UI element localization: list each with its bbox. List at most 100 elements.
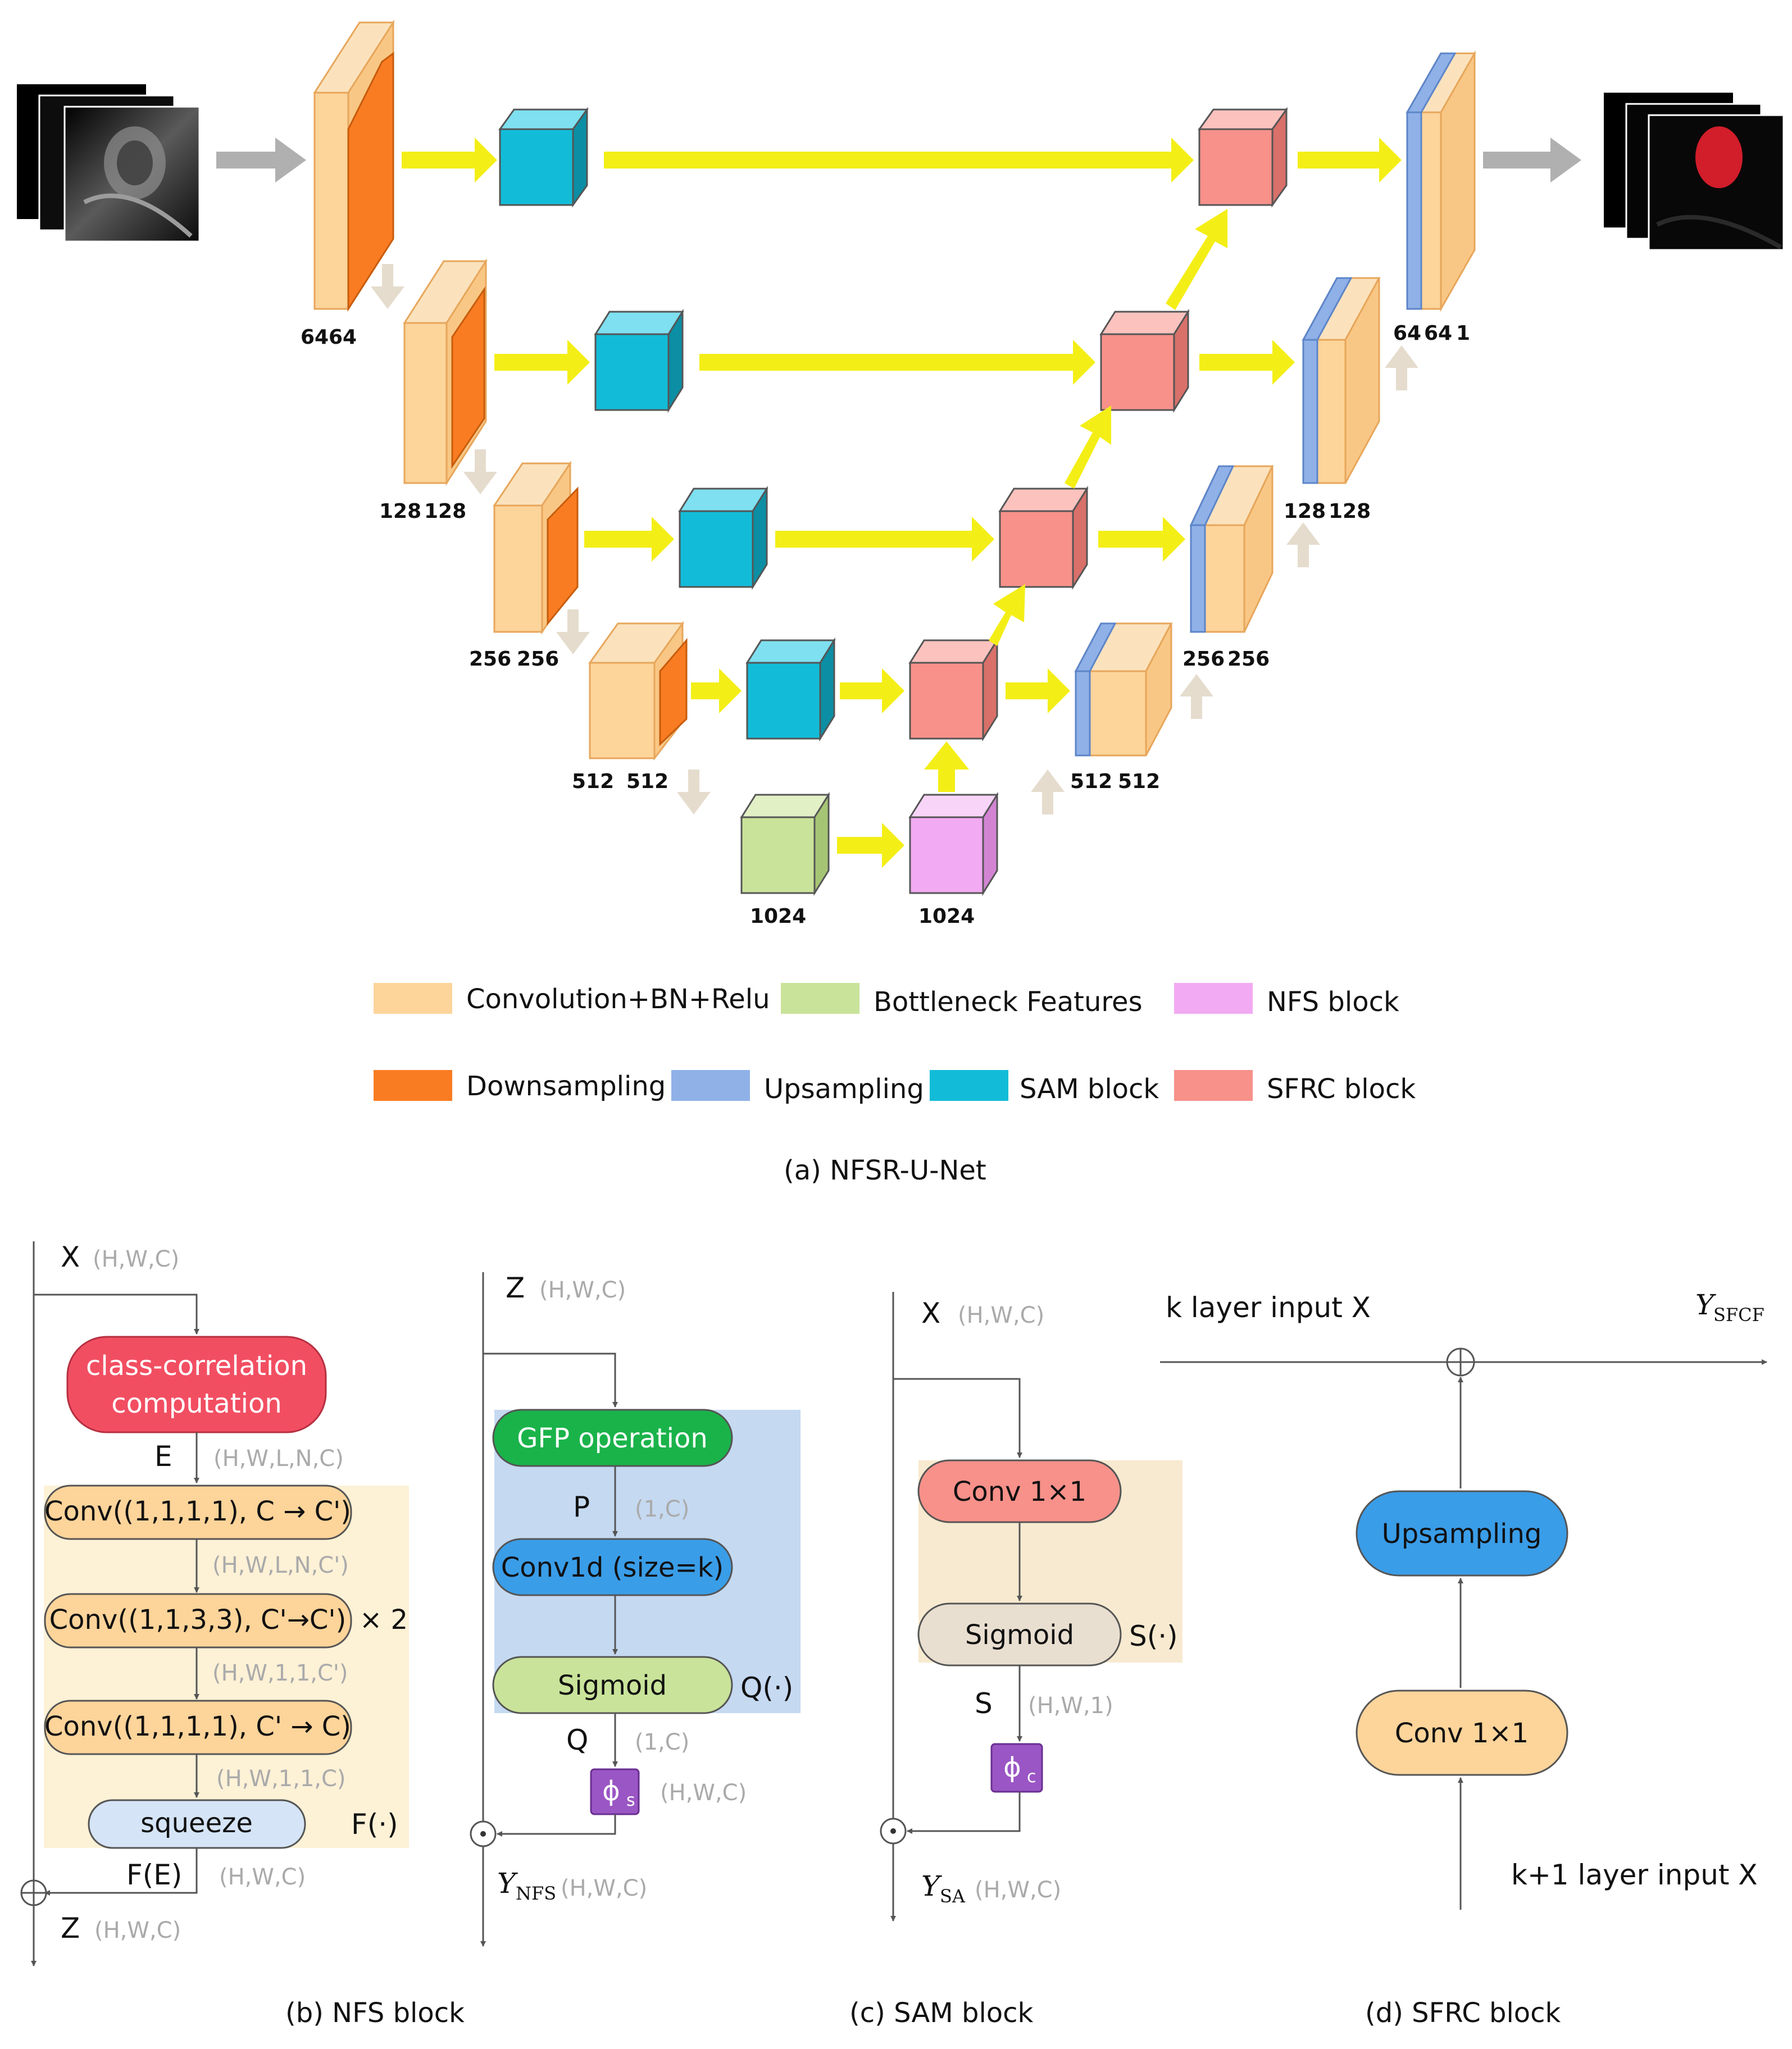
dec3-dim-a: 256 — [1182, 648, 1225, 671]
encoder-level-4 — [588, 621, 688, 761]
conv-1111-b-label: Conv((1,1,1,1), C' → C) — [44, 1711, 351, 1742]
gfp-operation-box — [492, 1409, 733, 1467]
dec1-dim-a: 64 — [1393, 322, 1421, 345]
phi-s-shape: (H,W,C) — [660, 1780, 747, 1806]
b-e-var: E — [154, 1440, 172, 1473]
nfs-out-shape: (H,W,C) — [561, 1875, 647, 1901]
s-function-label: S(·) — [1129, 1620, 1178, 1652]
sfrc-upsampling-box — [1356, 1490, 1568, 1577]
nfs-p-shape: (1,C) — [635, 1496, 689, 1522]
sam-cube-3 — [678, 485, 768, 590]
class-correlation-line1: class-correlation — [86, 1350, 307, 1382]
enc1-dim-a: 64 — [301, 326, 329, 349]
sfrc-conv-label: Conv 1×1 — [1395, 1718, 1529, 1749]
b-shape3: (H,W,1,1,C) — [216, 1766, 346, 1792]
conv-1133 — [44, 1593, 352, 1649]
phi-s-symbol: ϕ — [602, 1775, 620, 1807]
legend-label-sfrc: SFRC block — [1267, 1073, 1416, 1105]
b-fe-var: F(E) — [126, 1859, 182, 1891]
legend-swatch-sam — [930, 1070, 1008, 1101]
bottleneck-cube — [740, 791, 830, 896]
caption-b: (b) NFS block — [285, 1997, 465, 2029]
encoder-level-2 — [403, 258, 488, 486]
class-correlation-line2: computation — [111, 1388, 282, 1419]
gfp-operation-label: GFP operation — [517, 1423, 707, 1454]
b-e-shape: (H,W,L,N,C) — [213, 1446, 344, 1472]
f-function-region — [44, 1486, 409, 1848]
dec1-dim-b: 64 — [1424, 322, 1452, 345]
pool-arrows — [371, 264, 1418, 814]
sam-block: X (H,W,C) Conv 1×1 Sigmoid S(·) S (H,W,1… — [880, 1292, 1182, 1921]
conv-1133-label: Conv((1,1,3,3), C'→C') — [49, 1604, 347, 1636]
conv-1111-a-label: Conv((1,1,1,1), C → C') — [44, 1496, 351, 1527]
legend-swatch-sfrc — [1174, 1070, 1253, 1101]
nfs-dim: 1024 — [918, 905, 975, 928]
sfrc-block: k layer input X Y SFCF Upsampling Conv 1… — [1160, 1288, 1767, 1910]
sfrc-cube-2 — [1099, 308, 1190, 413]
b-input-var: X — [61, 1241, 80, 1273]
q-function-label: Q(·) — [740, 1672, 793, 1704]
sam-sigmoid-label: Sigmoid — [965, 1619, 1074, 1651]
dec3-dim-b: 256 — [1227, 648, 1270, 671]
decoder-level-3 — [1189, 465, 1274, 633]
sfrc-cube-3 — [998, 485, 1089, 590]
nfs-block-left: X (H,W,C) class-correlation computation … — [20, 1241, 409, 1966]
sigmoid-label-nfs: Sigmoid — [558, 1670, 667, 1701]
dec1-dim-c: 1 — [1456, 322, 1470, 345]
nfs-input-shape: (H,W,C) — [539, 1277, 626, 1303]
sigmoid-box-nfs — [492, 1656, 733, 1714]
nfs-input-var: Z — [506, 1272, 525, 1304]
dec4-dim-b: 512 — [1118, 770, 1160, 793]
legend: Convolution+BN+Relu Bottleneck Features … — [374, 983, 1416, 1105]
nfs-q-var: Q — [566, 1724, 588, 1756]
nfs-q-shape: (1,C) — [635, 1729, 689, 1755]
conv1d-label: Conv1d (size=k) — [501, 1552, 724, 1583]
enc2-dim-a: 128 — [379, 500, 421, 523]
nfs-out-var: Y — [497, 1867, 518, 1900]
nfs-out-subscript: NFS — [516, 1883, 556, 1904]
sfrc-upsampling-label: Upsampling — [1382, 1518, 1542, 1550]
nfs-cube — [908, 791, 999, 896]
sfrc-bottom-input: k+1 layer input X — [1511, 1859, 1758, 1891]
caption-d: (d) SFRC block — [1365, 1997, 1561, 2029]
dimension-labels: 64 64 128 128 256 256 512 512 1024 1024 … — [301, 322, 1470, 928]
sam-out-var: Y — [921, 1870, 942, 1902]
bottleneck-dim: 1024 — [750, 905, 806, 928]
sam-cube-1 — [498, 107, 589, 208]
sam-s-shape: (H,W,1) — [1028, 1693, 1113, 1719]
conv-1111-a — [44, 1485, 352, 1540]
input-image-stack — [17, 84, 201, 243]
nfs-p-var: P — [573, 1491, 590, 1523]
legend-swatch-bottleneck — [781, 983, 859, 1014]
encoder-level-1 — [313, 19, 395, 312]
legend-label-sam: SAM block — [1020, 1073, 1159, 1105]
skip-arrows — [402, 138, 1402, 868]
b-fe-shape: (H,W,C) — [219, 1864, 306, 1890]
sam-conv-label: Conv 1×1 — [953, 1476, 1086, 1508]
sam-cube-4 — [745, 637, 836, 742]
sam-input-shape: (H,W,C) — [958, 1303, 1044, 1328]
enc3-dim-a: 256 — [469, 648, 511, 671]
dec2-dim-a: 128 — [1284, 500, 1326, 523]
phi-c-box — [990, 1743, 1043, 1793]
unet-diagram: 64 64 128 128 256 256 512 512 1024 1024 … — [17, 19, 1785, 1186]
legend-swatch-down — [374, 1070, 452, 1101]
dec2-dim-b: 128 — [1329, 500, 1371, 523]
enc4-dim-b: 512 — [626, 770, 668, 793]
sfrc-conv-box — [1356, 1690, 1568, 1776]
dec4-dim-a: 512 — [1070, 770, 1112, 793]
sam-out-subscript: SA — [940, 1886, 966, 1907]
decoder-level-1 — [1406, 50, 1476, 312]
squeeze-label: squeeze — [140, 1807, 253, 1839]
conv-1111-b — [44, 1700, 352, 1755]
decoder-level-4 — [1074, 622, 1173, 757]
legend-label-nfs: NFS block — [1267, 986, 1399, 1018]
legend-label-down: Downsampling — [466, 1071, 666, 1102]
caption-c: (c) SAM block — [849, 1997, 1034, 2029]
legend-label-conv: Convolution+BN+Relu — [466, 983, 770, 1015]
output-image-stack — [1604, 93, 1785, 251]
legend-swatch-conv — [374, 983, 452, 1014]
f-function-label: F(·) — [351, 1808, 398, 1841]
phi-c-symbol: ϕ — [1003, 1752, 1021, 1783]
